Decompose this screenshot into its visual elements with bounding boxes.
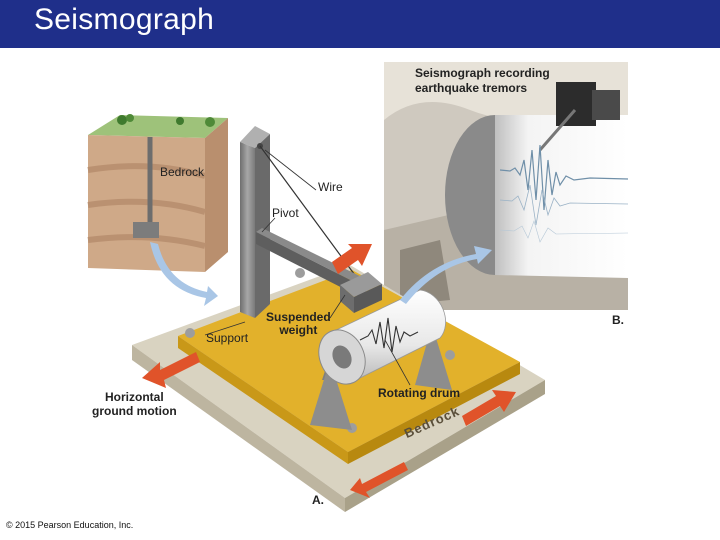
support-pillar: [240, 126, 270, 318]
label-rotating-drum: Rotating drum: [378, 386, 460, 400]
slide-title: Seismograph: [34, 3, 214, 37]
label-suspended-weight: Suspended weight: [266, 311, 331, 337]
label-wire: Wire: [318, 180, 343, 194]
copyright-notice: © 2015 Pearson Education, Inc.: [6, 520, 133, 530]
label-bedrock-inset: Bedrock: [160, 165, 204, 179]
label-part-b: B.: [612, 313, 624, 327]
label-recording: Seismograph recording earthquake tremors: [415, 66, 550, 96]
recording-photo: [384, 62, 628, 310]
seismograph-illustration: [0, 48, 720, 540]
photo-drum: [495, 115, 628, 278]
label-horizontal-motion: Horizontal ground motion: [92, 390, 177, 418]
label-pivot: Pivot: [272, 206, 299, 220]
photo-pen-arm: [556, 82, 596, 126]
title-bar: Seismograph: [0, 0, 720, 48]
label-part-a: A.: [312, 493, 324, 507]
label-support: Support: [206, 331, 248, 345]
